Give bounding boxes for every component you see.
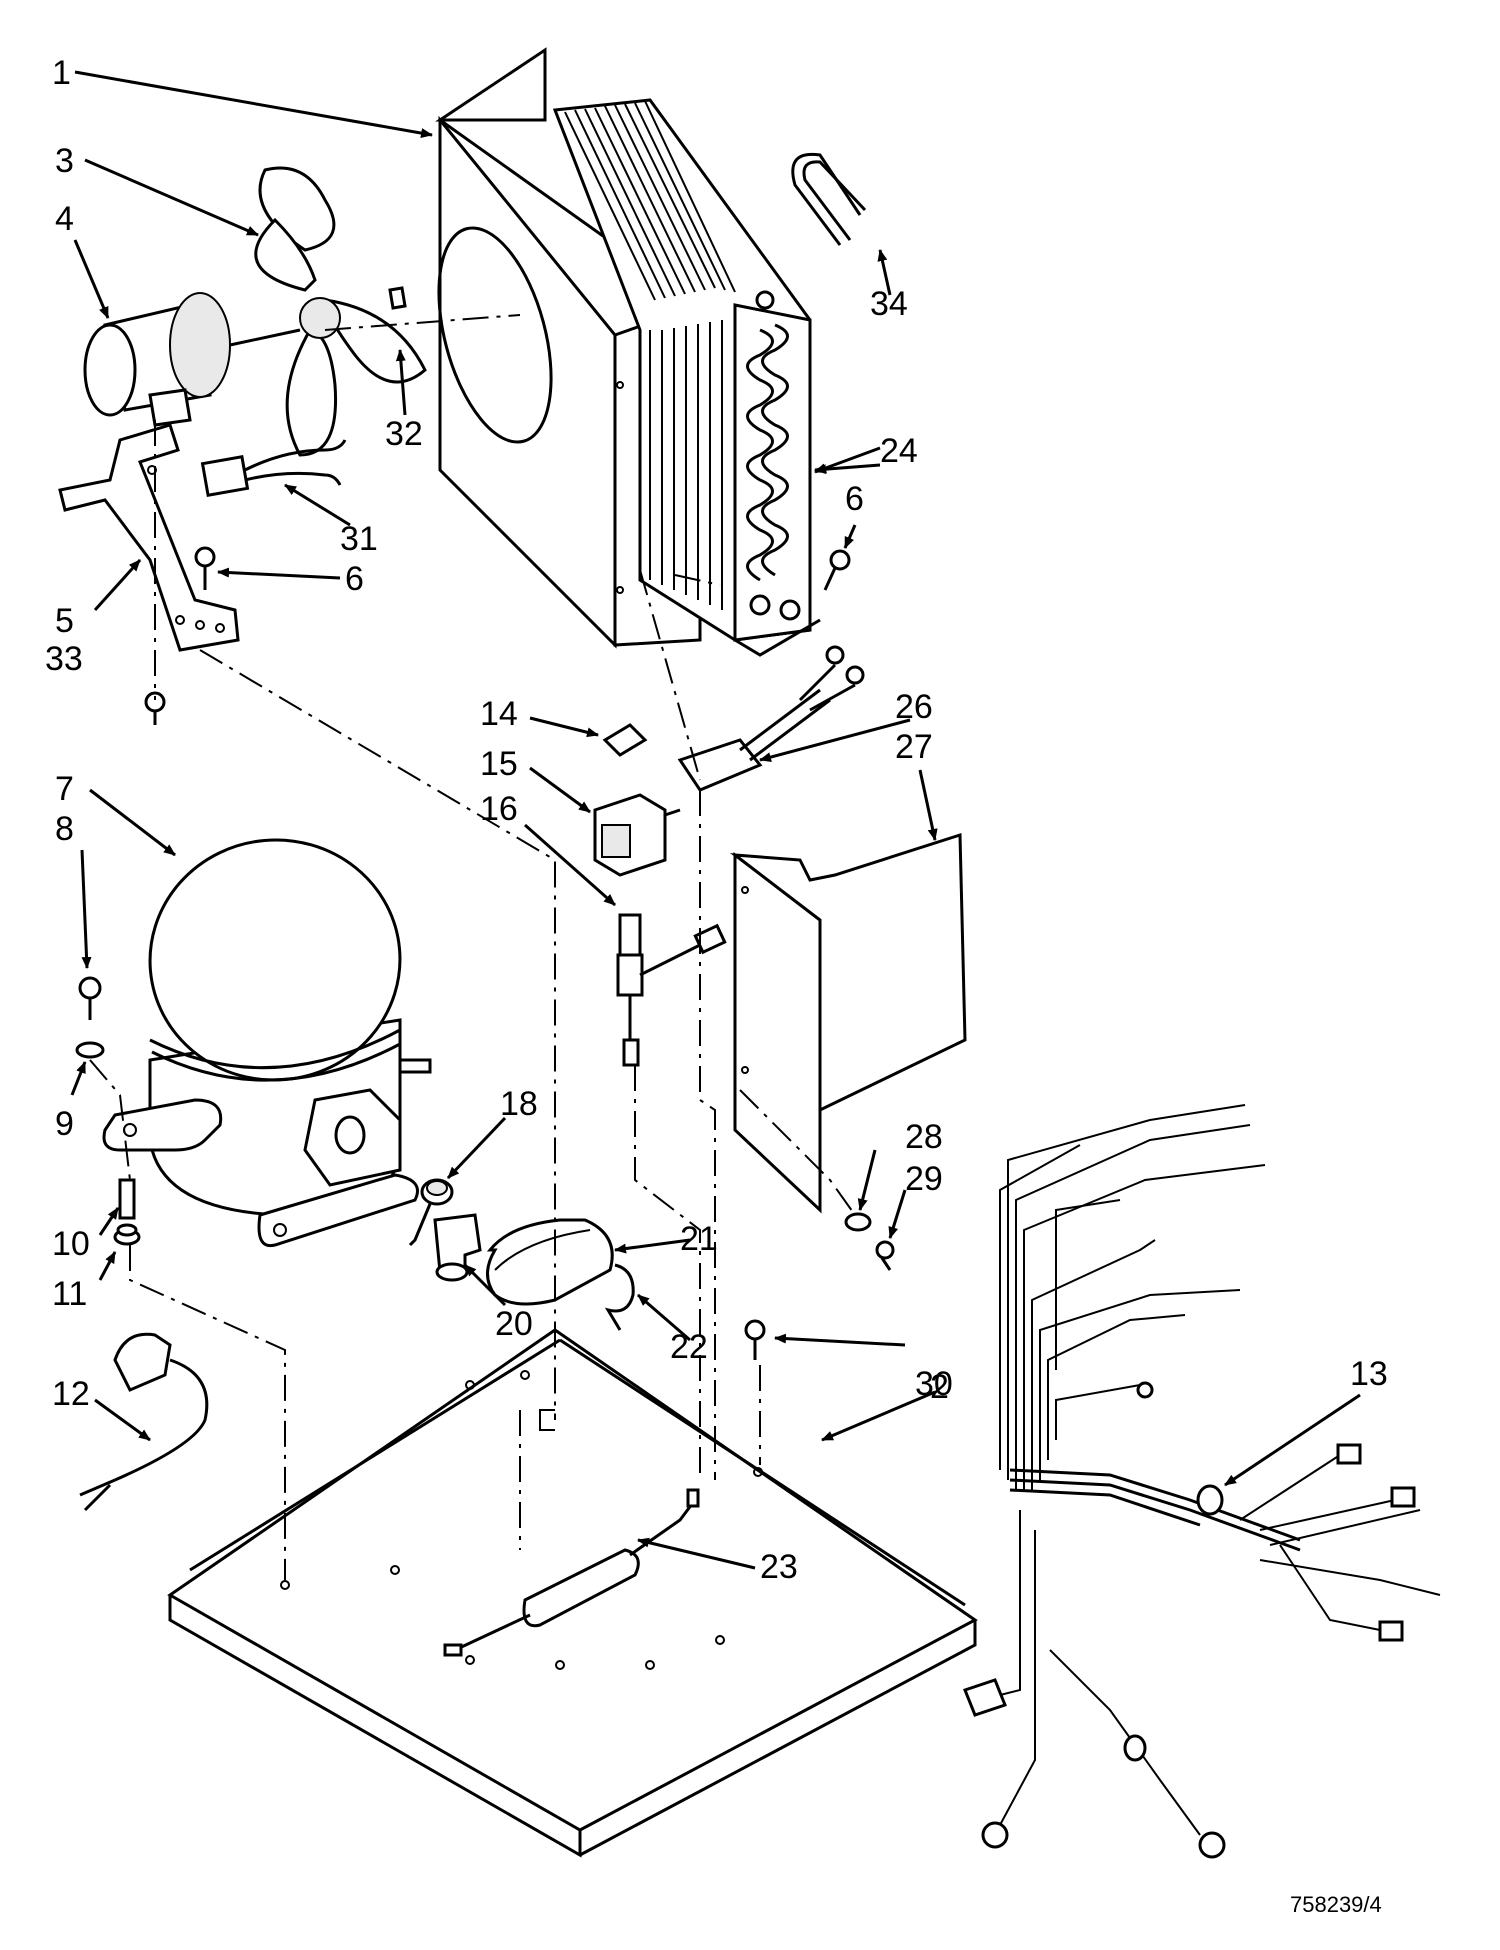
callout-30: 30 (915, 1365, 953, 1403)
motor-bracket (58, 423, 240, 652)
callout-4: 4 (55, 200, 74, 238)
callout-1: 1 (52, 54, 71, 92)
callout-2: 2 (930, 1368, 949, 1406)
callout-10: 10 (52, 1225, 90, 1263)
washer-28 (844, 1212, 872, 1232)
screw-8 (78, 976, 102, 1020)
callout-7: 7 (55, 770, 74, 808)
compressor (102, 838, 432, 1248)
start-relay (433, 1213, 482, 1282)
wiring-plug-26 (677, 645, 865, 792)
callout-34: 34 (870, 285, 908, 323)
callout-31: 31 (340, 520, 378, 558)
screw-6a (194, 546, 216, 590)
alignment-lines (89, 314, 856, 1580)
callout-labels: 1 2 3 4 5 6 6 7 8 9 10 11 12 13 14 15 16… (45, 54, 1388, 1586)
callout-24: 24 (880, 432, 918, 470)
relay-15 (593, 793, 681, 877)
callout-33: 33 (45, 640, 83, 678)
callout-32: 32 (385, 415, 423, 453)
fan-shroud (435, 47, 702, 649)
washer-9 (75, 1041, 105, 1059)
run-capacitor (486, 1218, 614, 1306)
callout-16: 16 (480, 790, 518, 828)
grommet-11 (113, 1223, 141, 1246)
condenser-coil (552, 98, 821, 657)
callout-20: 20 (495, 1305, 533, 1343)
heat-loop-tube (791, 152, 867, 246)
screw-2 (744, 1319, 766, 1360)
electrical-cover (730, 832, 967, 1214)
screw-33 (144, 691, 166, 725)
clip-14 (602, 723, 648, 757)
wire-harness (963, 1104, 1441, 1859)
callout-11: 11 (52, 1275, 87, 1313)
fan-motor (83, 292, 301, 427)
screw-29 (875, 1240, 895, 1271)
callout-29: 29 (905, 1160, 943, 1198)
callout-27: 27 (895, 728, 933, 766)
callout-6a: 6 (345, 560, 364, 598)
callout-15: 15 (480, 745, 518, 783)
callout-9: 9 (55, 1105, 74, 1143)
document-number: 758239/4 (1290, 1892, 1382, 1917)
callout-8: 8 (55, 810, 74, 848)
spacer-10 (118, 1178, 136, 1220)
callout-14: 14 (480, 695, 518, 733)
callout-26: 26 (895, 688, 933, 726)
thermistor-16 (616, 913, 727, 1067)
capacitor-clamp (604, 1263, 635, 1331)
callout-6b: 6 (845, 480, 864, 518)
callout-3: 3 (55, 142, 74, 180)
callout-12: 12 (52, 1375, 90, 1413)
callout-28: 28 (905, 1118, 943, 1156)
leader-lines (70, 70, 1361, 1570)
callout-5: 5 (55, 602, 74, 640)
overload-protector (408, 1178, 454, 1247)
fan-blade (254, 166, 427, 457)
callout-23: 23 (760, 1548, 798, 1586)
callout-13: 13 (1350, 1355, 1388, 1393)
power-cord (79, 1332, 209, 1512)
screw-6b (823, 549, 851, 591)
callout-18: 18 (500, 1085, 538, 1123)
callout-21: 21 (680, 1220, 718, 1258)
callout-22: 22 (670, 1328, 708, 1366)
motor-harness (200, 439, 347, 497)
